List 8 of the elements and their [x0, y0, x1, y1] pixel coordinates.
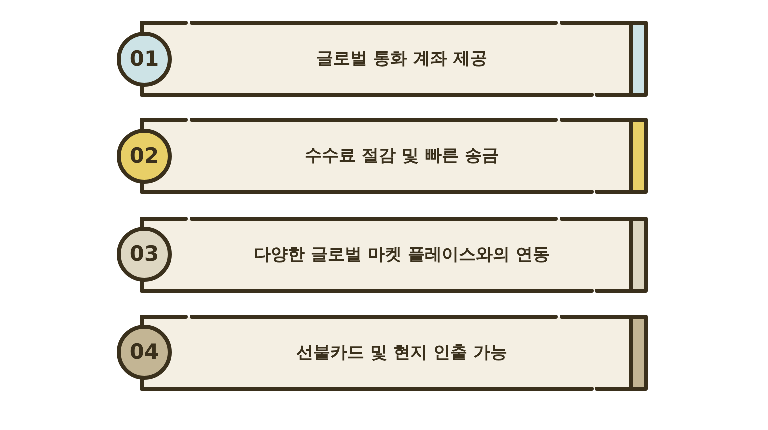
item-text: 수수료 절감 및 빠른 송금	[305, 145, 499, 168]
step-number: 03	[130, 244, 160, 265]
item-text: 선불카드 및 현지 인출 가능	[296, 342, 508, 365]
step-number: 01	[130, 49, 160, 70]
step-number: 02	[130, 146, 160, 167]
item-text: 다양한 글로벌 마켓 플레이스와의 연동	[254, 244, 550, 267]
item-text: 글로벌 통화 계좌 제공	[316, 48, 488, 71]
step-number: 04	[130, 342, 160, 363]
